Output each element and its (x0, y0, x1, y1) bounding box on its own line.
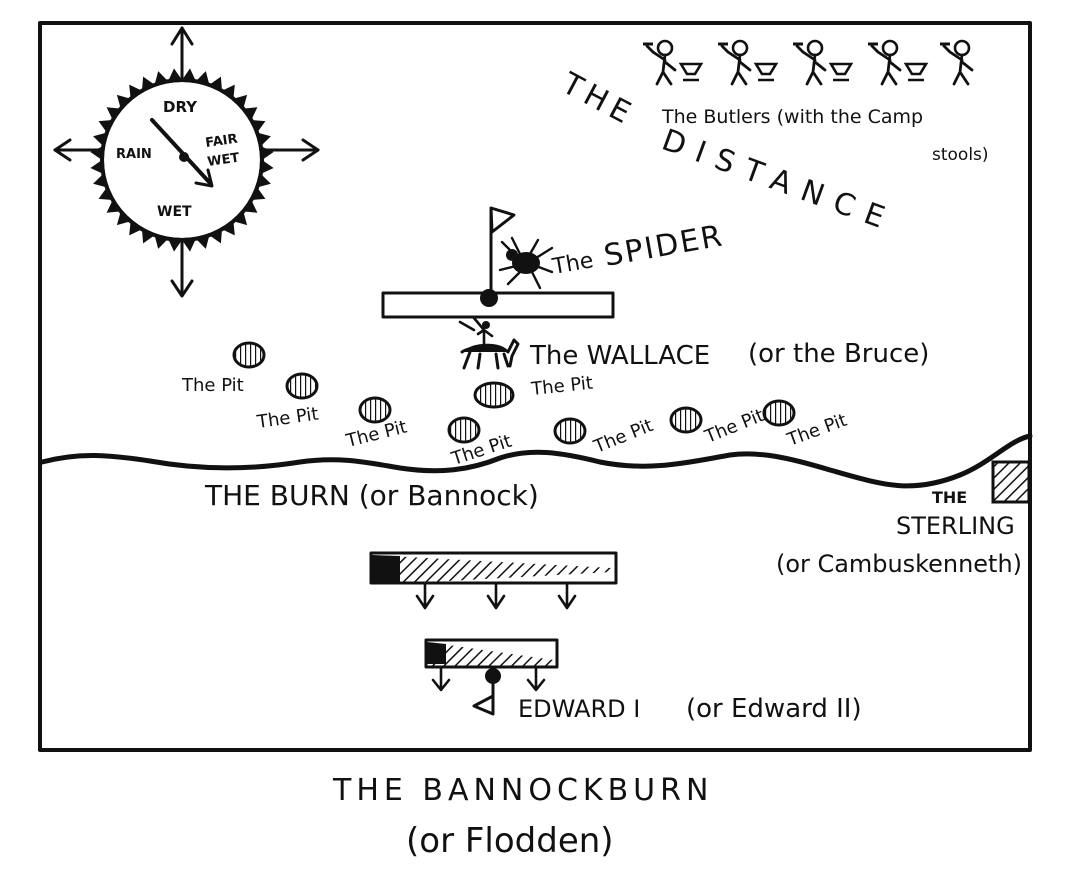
butler-figure (940, 39, 974, 86)
compass-right-wet: WET (206, 151, 240, 170)
butler-figure (718, 39, 779, 86)
butlers-label-stools: stools) (932, 145, 989, 165)
pit-label: The Pit (255, 404, 320, 434)
butler-figure (868, 39, 929, 86)
sterling-label: STERLING (896, 512, 1015, 540)
compass-wet: WET (157, 204, 192, 220)
burn-river (39, 433, 1033, 489)
spider-the: The (550, 248, 596, 280)
pit-icon (669, 406, 703, 434)
burn-label: THE BURN (or Bannock) (204, 479, 539, 512)
scottish-line (381, 291, 615, 319)
sterling-the: THE (932, 488, 967, 507)
castle-icon (991, 460, 1031, 504)
pit-icon (358, 396, 392, 424)
spider-icon (498, 236, 554, 290)
compass-needle (150, 118, 212, 185)
butler-figure (643, 39, 704, 86)
ball-icon (480, 289, 498, 307)
caption-subtitle: (or Flodden) (406, 821, 614, 861)
weather-compass: DRY RAIN FAIR WET WET (53, 26, 320, 298)
pit-icon (553, 417, 587, 445)
horseman-icon (458, 316, 520, 370)
butlers-figures (643, 39, 974, 86)
pit-label: The Pit (701, 405, 767, 448)
pit-icon (232, 341, 266, 369)
caption-title: THE BANNOCKBURN (332, 773, 713, 808)
wallace-alt-label: (or the Bruce) (748, 339, 929, 369)
butler-figure (793, 39, 854, 86)
pit-label: The Pit (181, 375, 244, 396)
edward-label: EDWARD I (518, 695, 640, 723)
compass-rain: RAIN (116, 147, 152, 162)
pit-icon (762, 399, 796, 427)
pit-label: The Pit (529, 373, 594, 400)
distance-the: THE (555, 66, 641, 134)
pit-icon (447, 416, 481, 444)
english-vanguard (369, 551, 618, 610)
butlers-label: The Butlers (with the Camp (661, 106, 923, 128)
edward-alt-label: (or Edward II) (686, 694, 862, 724)
edward-flag-icon (472, 668, 501, 716)
pit-icon (285, 372, 319, 400)
flag-icon (489, 206, 516, 298)
spider-label: SPIDER (601, 218, 726, 273)
sterling-alt-label: (or Cambuskenneth) (776, 550, 1022, 578)
pit-icon (473, 381, 515, 409)
compass-fair: FAIR (204, 132, 238, 151)
map-frame (38, 21, 1032, 752)
english-rearguard (424, 638, 559, 692)
distance-word: DISTANCE (657, 123, 900, 240)
wallace-label: The WALLACE (529, 341, 710, 371)
compass-dry: DRY (163, 98, 198, 116)
pit-label: The Pit (590, 415, 656, 458)
